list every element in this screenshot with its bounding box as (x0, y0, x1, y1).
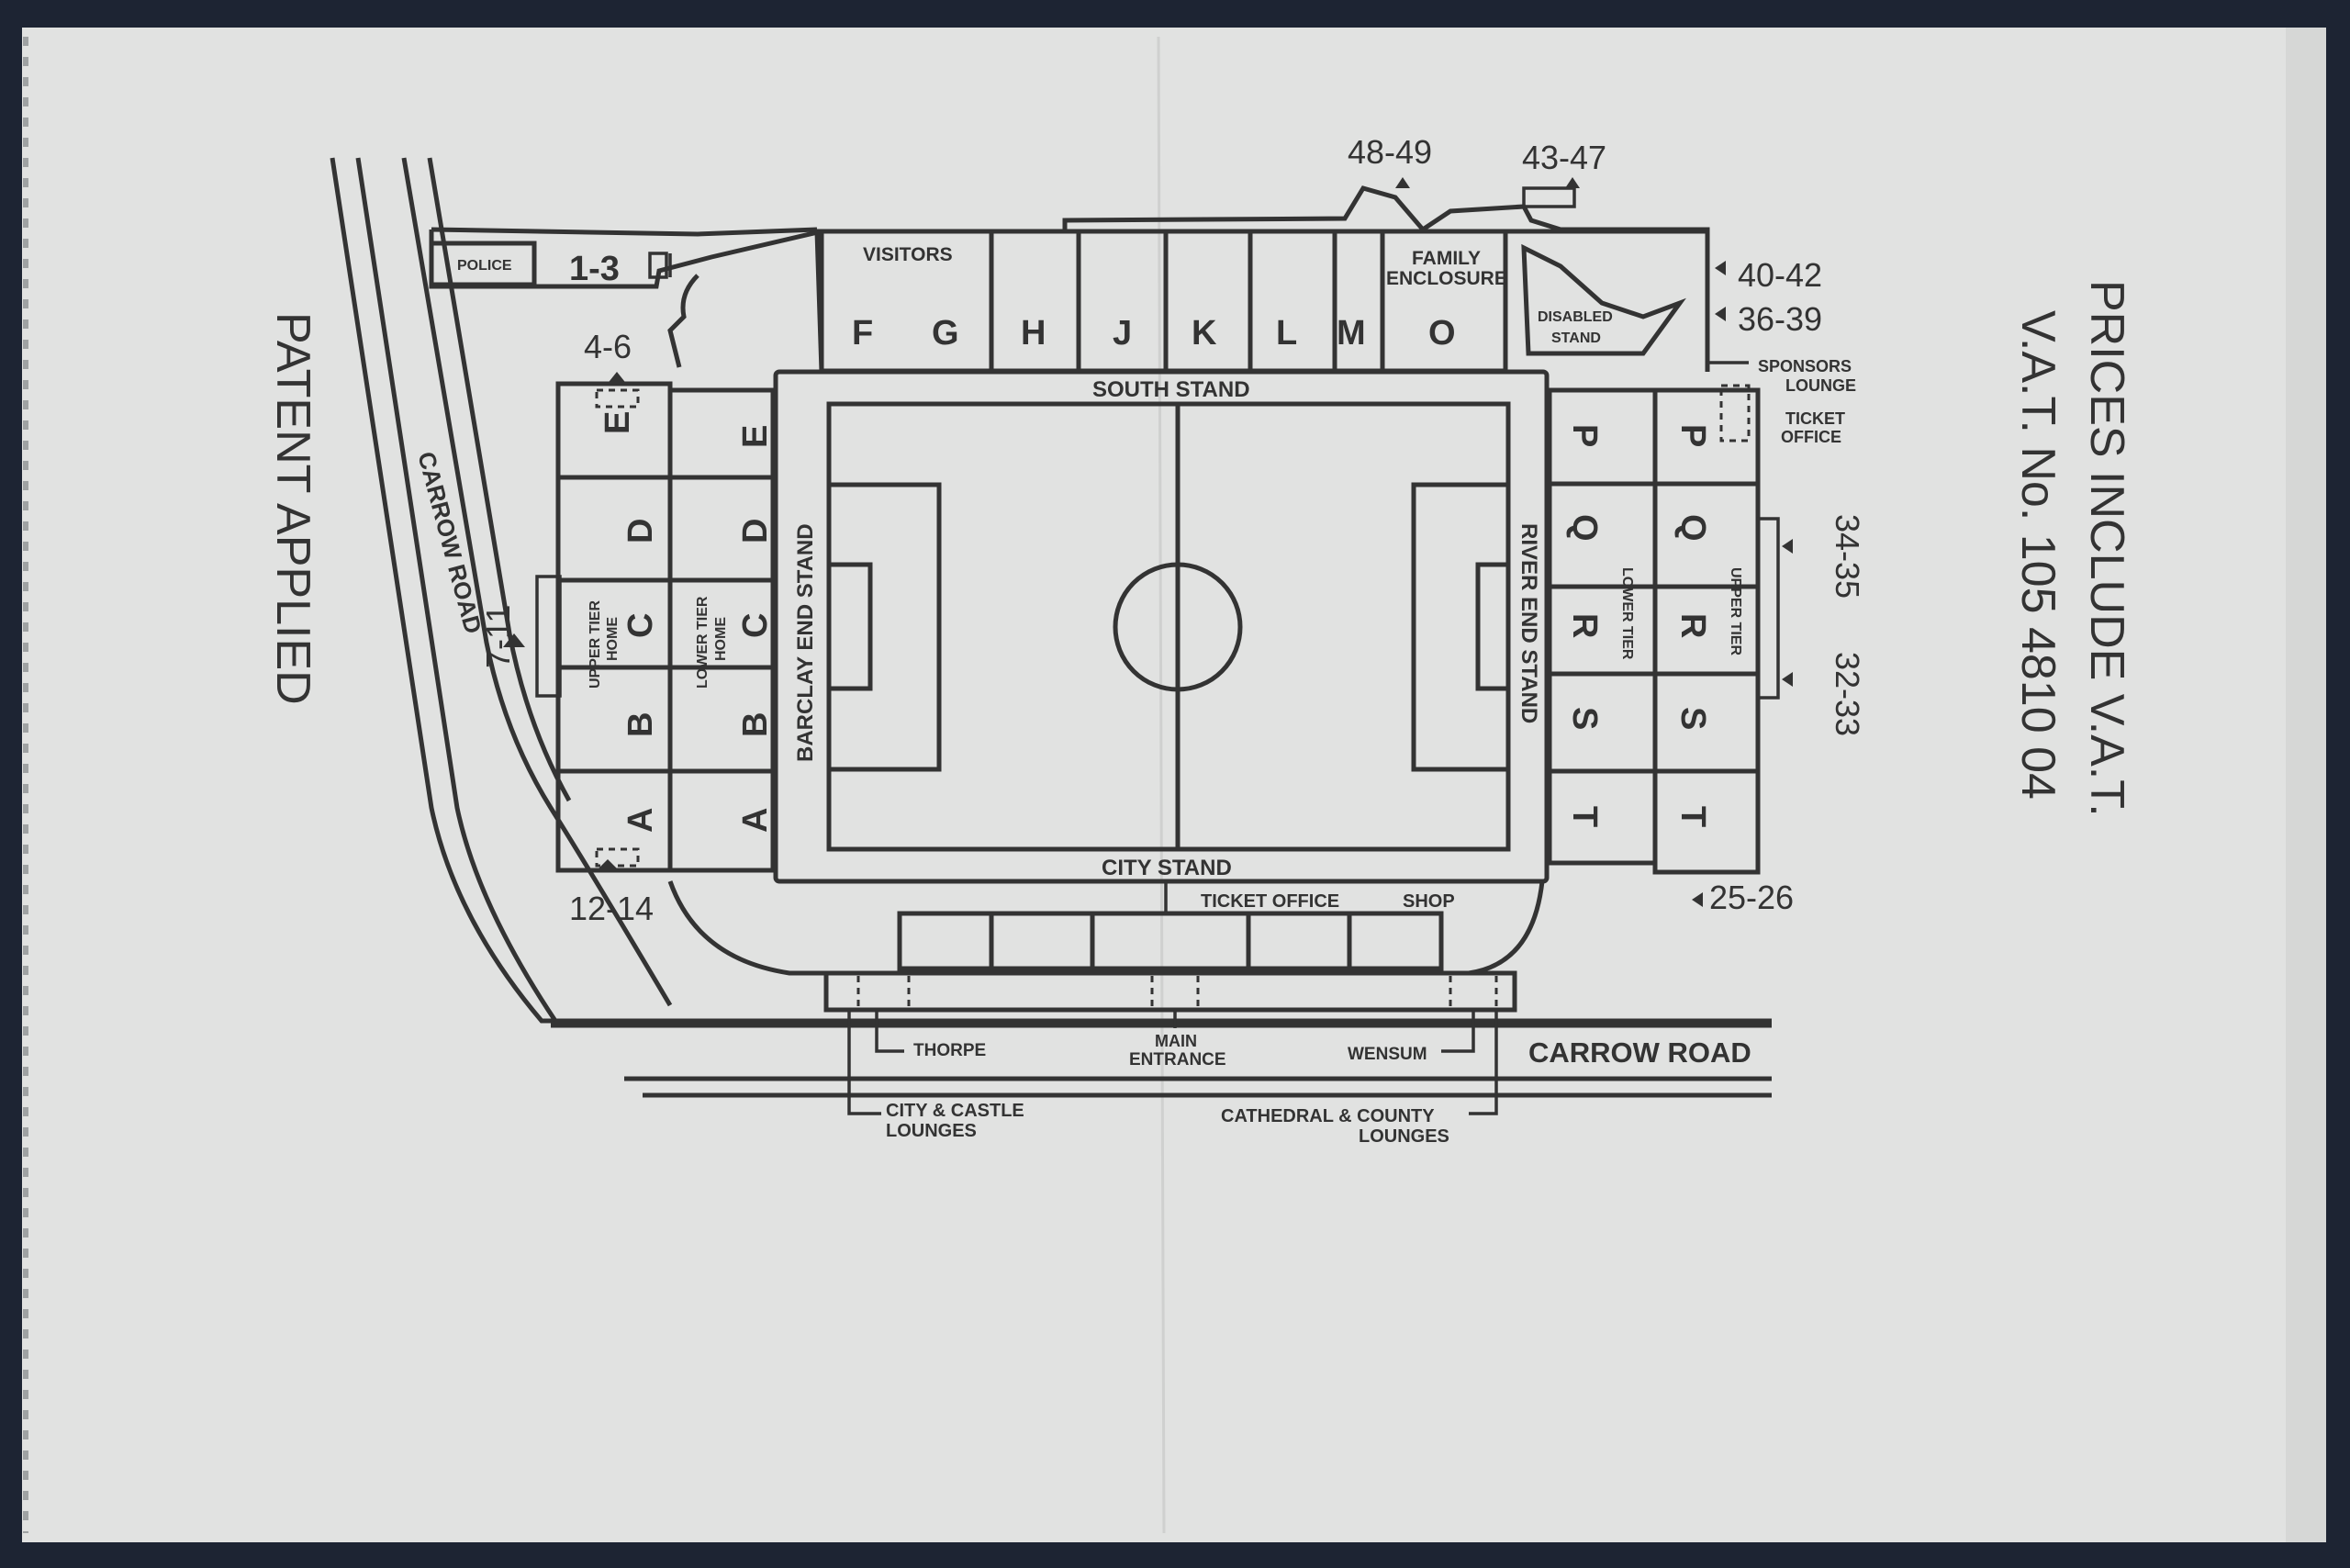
barclay-upper-e: E (599, 411, 637, 434)
lower-tier-river-label: LOWER TIER (1619, 567, 1635, 660)
cathedral-county-lounges-label-2: LOUNGES (1359, 1126, 1449, 1147)
lower-tier-home-label-1: LOWER TIER (695, 596, 711, 689)
upper-tier-home-label-2: HOME (605, 617, 621, 661)
disabled-stand-label-1: DISABLED (1538, 309, 1613, 325)
barclay-upper-a: A (621, 808, 660, 833)
river-lower-q: Q (1565, 514, 1604, 542)
gate-43-47-box (1522, 186, 1576, 208)
stands-outer-ring (773, 369, 1550, 884)
south-stand-label: SOUTH STAND (1092, 377, 1250, 402)
gate-48-49: 48-49 (1348, 133, 1432, 171)
river-upper-tier (1652, 384, 1780, 875)
gate-36-39: 36-39 (1738, 300, 1822, 338)
river-upper-p: P (1673, 424, 1712, 447)
city-stand-outer (667, 880, 1545, 976)
gate-markers (503, 177, 1793, 907)
shop-label: SHOP (1403, 891, 1455, 912)
sponsors-lounge-label-1: SPONSORS (1758, 357, 1852, 375)
barclay-lower-a: A (736, 808, 775, 833)
barclay-lower-c: C (736, 613, 775, 638)
river-lower-s: S (1565, 707, 1604, 730)
gate-25-26: 25-26 (1709, 879, 1794, 916)
visitors-label: VISITORS (863, 244, 953, 265)
river-lower-r: R (1565, 613, 1604, 638)
gate-43-47: 43-47 (1522, 139, 1606, 176)
barclay-end-stand-label: BARCLAY END STAND (793, 523, 818, 762)
river-lower-p: P (1565, 424, 1604, 447)
south-section-j: J (1113, 314, 1132, 353)
patent-applied-text: PATENT APPLIED (266, 312, 319, 705)
barclay-upper-d: D (621, 519, 660, 543)
prices-include-vat-text: PRICES INCLUDE V.A.T. (2080, 280, 2133, 817)
south-section-k: K (1192, 314, 1217, 353)
barclay-lower-b: B (736, 712, 775, 737)
ticket-card (22, 28, 2326, 1542)
river-upper-r: R (1673, 613, 1712, 638)
gate-34-35: 34-35 (1829, 514, 1866, 599)
river-upper-s: S (1673, 707, 1712, 730)
police-label: POLICE (457, 258, 512, 274)
centre-circle (1113, 562, 1243, 692)
barclay-upper-b: B (621, 712, 660, 737)
police-box (429, 241, 537, 287)
south-section-m: M (1337, 314, 1366, 353)
ticket-office-right-label-1: TICKET (1785, 409, 1845, 428)
carrow-road-bottom (551, 1023, 1772, 1098)
ticket-edge-shadow (2286, 28, 2326, 1542)
city-castle-lounges-label-1: CITY & CASTLE (886, 1101, 1024, 1121)
gate-12-14: 12-14 (569, 890, 654, 927)
lower-tier-home-label-2: HOME (713, 617, 729, 661)
main-entrance-label-1: MAIN (1155, 1032, 1197, 1050)
sponsors-lounge-label-2: LOUNGE (1785, 376, 1856, 395)
carrow-road-bottom-label: CARROW ROAD (1528, 1036, 1751, 1069)
ticket-office-bottom-label: TICKET OFFICE (1201, 891, 1339, 912)
gate-40-42: 40-42 (1738, 256, 1822, 294)
wensum-label: WENSUM (1348, 1045, 1427, 1064)
gate-32-33: 32-33 (1829, 652, 1866, 736)
barclay-lower-d: D (736, 519, 775, 543)
river-upper-q: Q (1673, 514, 1712, 542)
city-stand-blocks (823, 881, 1517, 1013)
barclay-lower-tier (667, 387, 776, 873)
gate-7-11: 7-11 (479, 605, 517, 668)
gate-1-3-marker (648, 252, 672, 279)
river-lower-t: T (1565, 806, 1604, 827)
city-castle-lounges-label-2: LOUNGES (886, 1121, 977, 1141)
south-section-g: G (932, 314, 959, 353)
river-upper-t: T (1673, 806, 1712, 827)
disabled-stand-label-2: STAND (1551, 330, 1601, 346)
gate-4-6: 4-6 (584, 328, 632, 365)
ticket-office-right-label-2: OFFICE (1781, 428, 1841, 446)
barclay-upper-c: C (621, 613, 660, 638)
south-section-f: F (852, 314, 873, 353)
barclay-lower-e: E (736, 425, 775, 448)
city-stand-label: CITY STAND (1102, 856, 1232, 880)
vat-number-text: V.A.T. No. 105 4810 04 (2011, 310, 2065, 800)
south-section-o: O (1428, 314, 1456, 353)
upper-tier-river-label: UPPER TIER (1728, 567, 1743, 655)
goal-area-left (826, 562, 873, 691)
cathedral-county-lounges-label-1: CATHEDRAL & COUNTY (1221, 1106, 1435, 1126)
entrance-leaders (847, 1010, 1498, 1115)
gate-1-3: 1-3 (569, 250, 620, 288)
river-end-stand-label: RIVER END STAND (1516, 523, 1541, 723)
family-enclosure-label-1: FAMILY (1412, 248, 1481, 269)
sponsors-leader (1706, 361, 1749, 372)
upper-tier-home-label-1: UPPER TIER (588, 600, 603, 689)
main-entrance-label-2: ENTRANCE (1129, 1050, 1226, 1070)
south-section-l: L (1276, 314, 1297, 353)
south-section-h: H (1021, 314, 1046, 353)
fold-crease (1157, 36, 1166, 1534)
goal-area-right (1475, 562, 1511, 691)
family-enclosure-label-2: ENCLOSURE (1386, 268, 1507, 289)
thorpe-label: THORPE (913, 1041, 986, 1060)
